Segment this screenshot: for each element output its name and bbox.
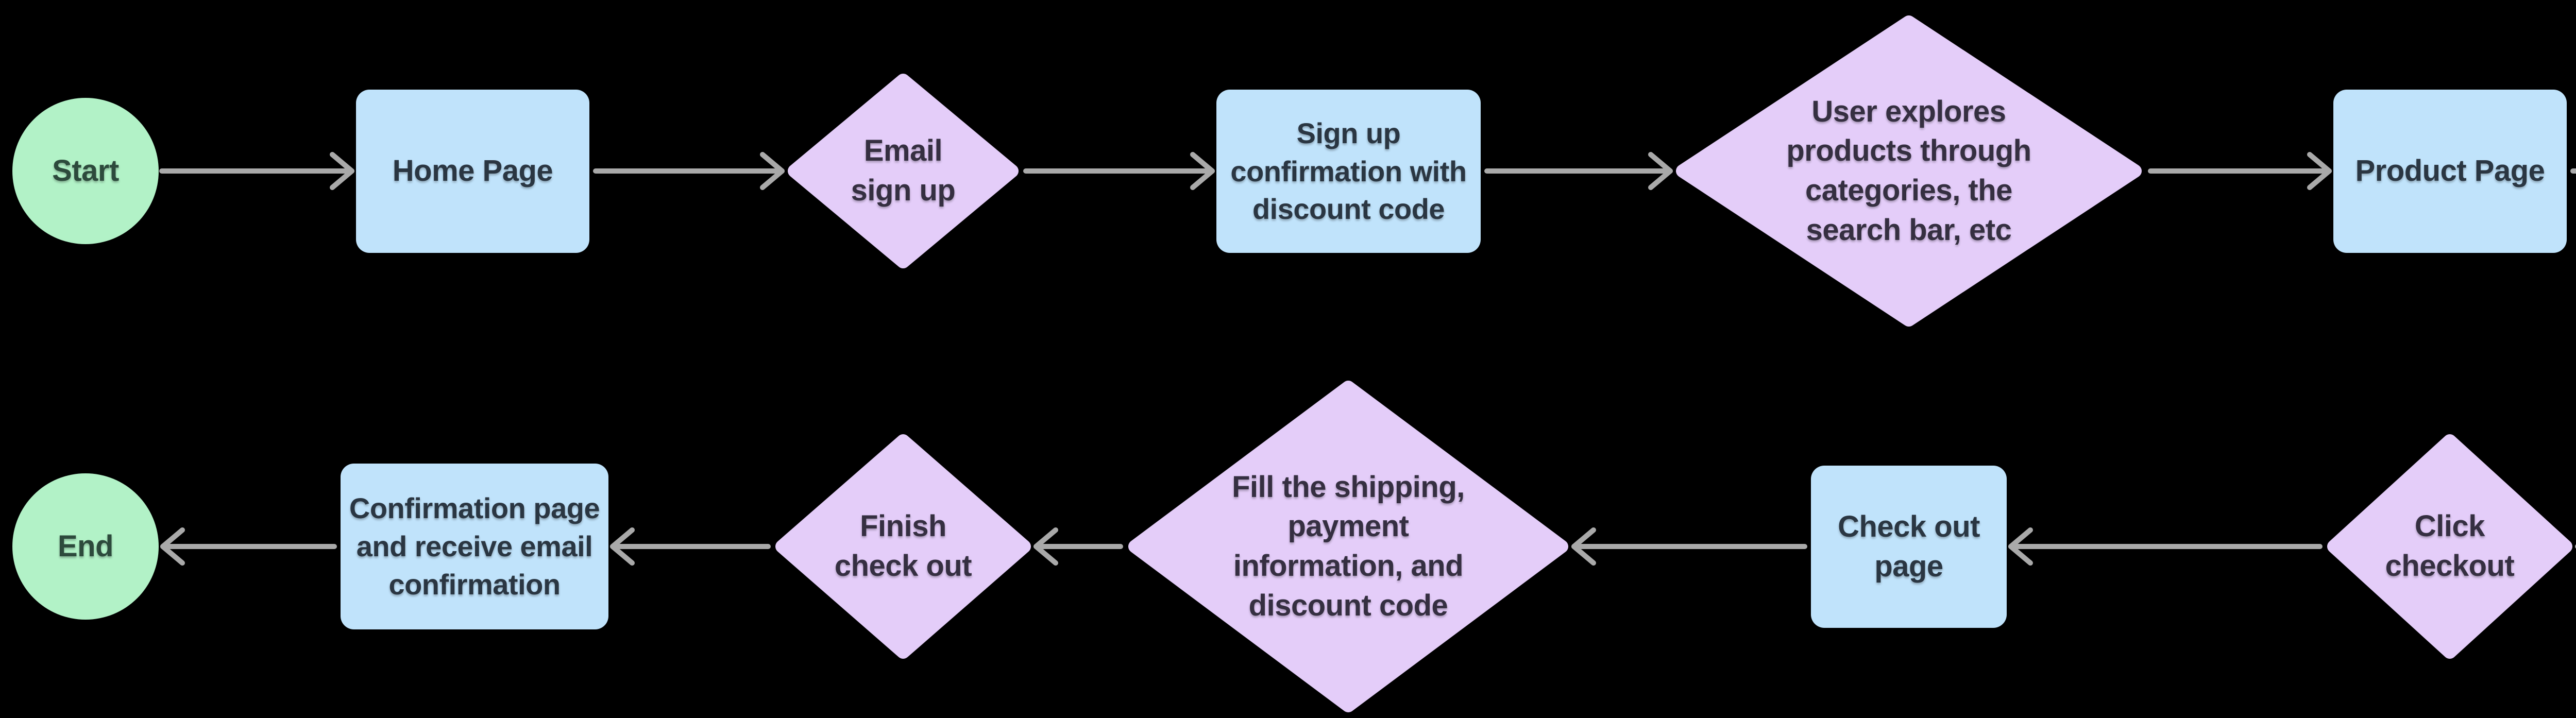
end-circle-shape <box>12 473 159 620</box>
node-home-page: Home Page <box>356 90 589 253</box>
home-page-rect-shape <box>356 90 589 253</box>
confirmation-page-rect-shape <box>341 464 608 629</box>
explore-products-diamond-shape <box>1676 15 2142 327</box>
node-click-checkout: Click checkout <box>2326 433 2573 660</box>
node-confirmation-page: Confirmation page and receive email conf… <box>341 464 608 629</box>
node-email-signup: Email sign up <box>787 73 1019 269</box>
click-checkout-diamond-shape <box>2327 434 2572 659</box>
node-finish-checkout: Finish check out <box>774 433 1032 660</box>
finish-checkout-diamond-shape <box>775 434 1031 659</box>
node-checkout-page: Check out page <box>1811 466 2007 628</box>
start-circle-shape <box>12 98 159 244</box>
signup-confirmation-rect-shape <box>1216 90 1481 253</box>
checkout-page-rect-shape <box>1811 466 2007 628</box>
node-end: End <box>12 473 159 620</box>
fill-info-diamond-shape <box>1128 381 1568 712</box>
email-signup-diamond-shape <box>788 74 1019 268</box>
node-fill-info: Fill the shipping, payment information, … <box>1127 379 1570 714</box>
node-explore-products: User explores products through categorie… <box>1674 14 2143 328</box>
node-product-page: Product Page <box>2333 90 2567 253</box>
node-start: Start <box>12 98 159 244</box>
product-page-rect-shape <box>2333 90 2567 253</box>
node-signup-confirmation: Sign up confirmation with discount code <box>1216 90 1481 253</box>
